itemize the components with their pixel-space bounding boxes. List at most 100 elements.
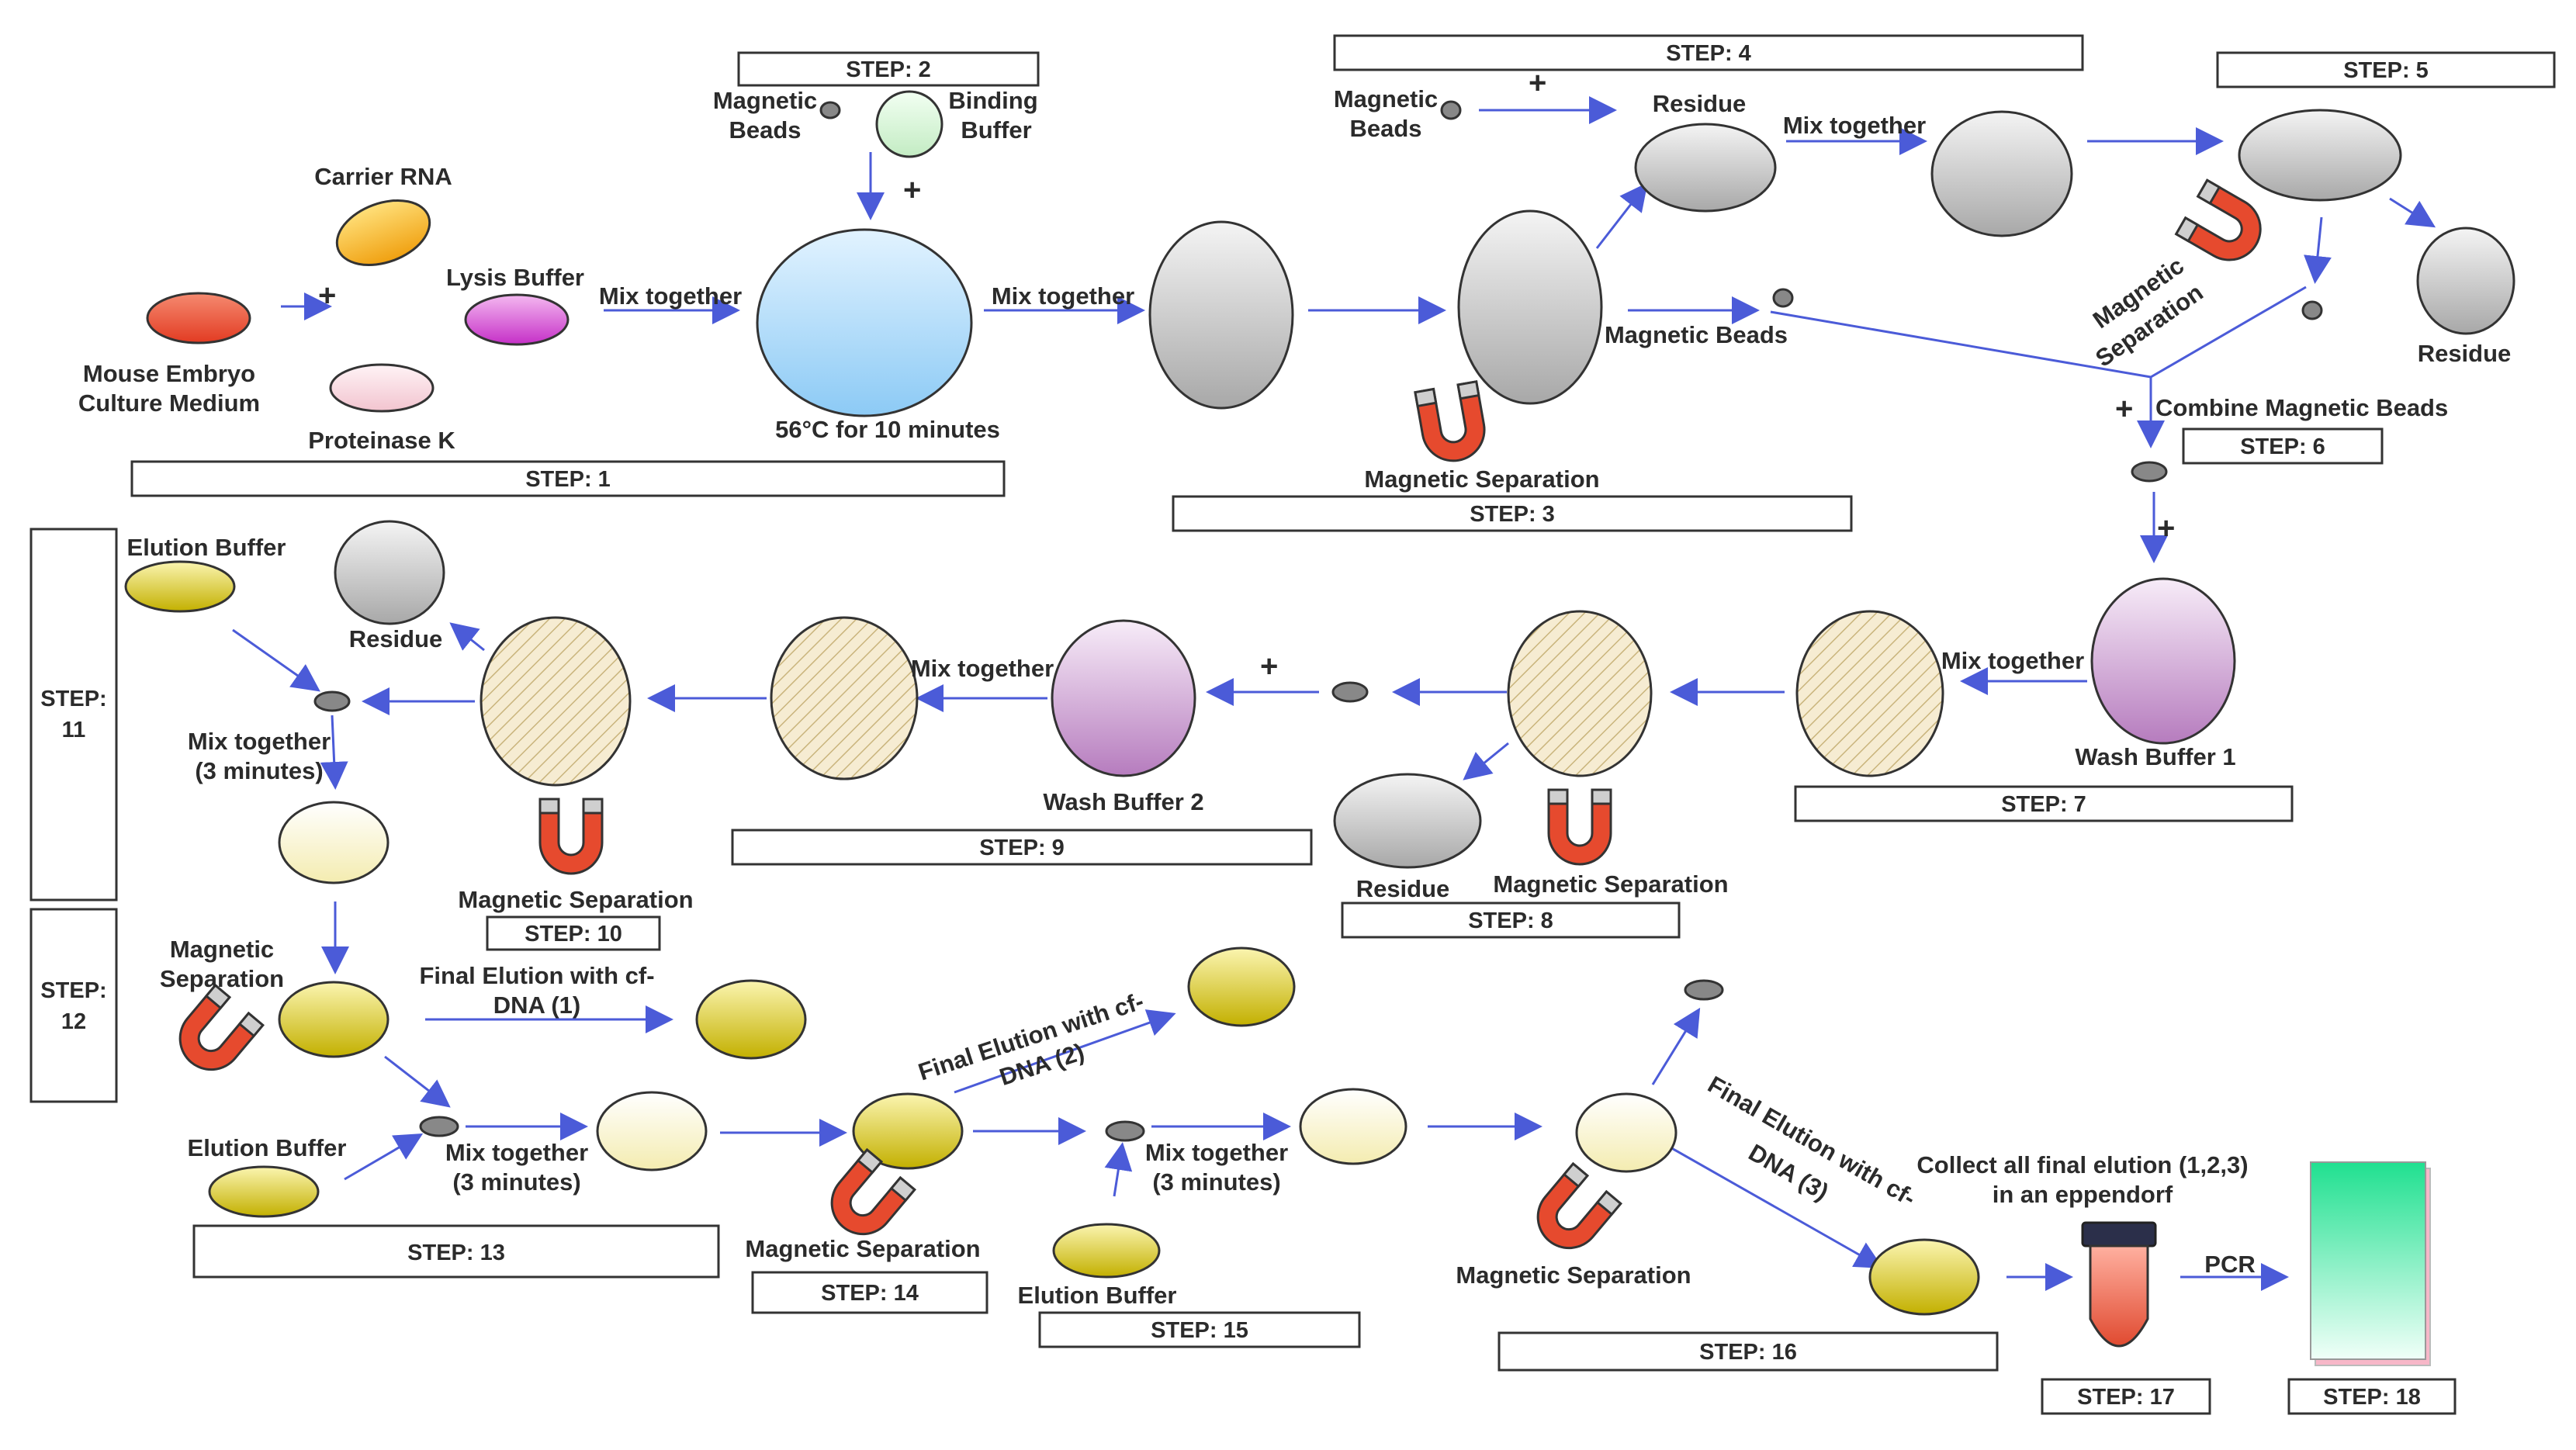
three-minutes-label-step15: (3 minutes) [1152,1168,1280,1196]
elution-buffer-step15 [1052,1223,1161,1279]
elution-buffer-label-step15: Elution Buffer [1018,1282,1177,1309]
step-15-label: STEP: 15 [1151,1318,1248,1343]
magnetic-separation-label-step14: Magnetic Separation [745,1235,980,1262]
pale-tube-step16 [1575,1092,1678,1173]
bead-blob-step15 [1105,1120,1145,1142]
step-18-label: STEP: 18 [2323,1385,2421,1410]
residue-label-step8: Residue [1356,875,1450,902]
elution-buffer-step11 [124,560,236,613]
separation-label-step12: Separation [160,965,284,992]
yellow-tube-step12 [278,981,390,1058]
proteinase-k-label: Proteinase K [308,427,455,454]
plus-sign-6: + [1260,649,1278,683]
step-3-label: STEP: 3 [1470,502,1555,527]
beads-label-step4: Beads [1349,115,1421,142]
hatched-tube-step7 [1795,610,1944,777]
magnetic-separation-label-step3: Magnetic Separation [1364,465,1599,493]
wash-buffer-2-label: Wash Buffer 2 [1043,788,1203,815]
proteinase-k-blob [329,363,435,413]
hatched-tube-step8 [1507,610,1653,777]
lysis-buffer-blob [464,293,570,346]
mix-label-step15: Mix together [1145,1139,1288,1166]
residue-step10 [334,520,445,625]
mix-label-step11: Mix together [188,728,331,755]
pale-tube-step11 [278,801,390,884]
hatched-tube-step10 [480,616,632,787]
three-minutes-label-step11: (3 minutes) [195,757,323,784]
three-minutes-label-step13: (3 minutes) [452,1168,580,1196]
residue-label-step4: Residue [1653,90,1747,117]
step-8-label: STEP: 8 [1468,908,1553,933]
step-11-label-a: STEP: [40,687,106,711]
magnetic-label-step4: Magnetic [1334,85,1438,112]
mix-label-step7: Mix together [1941,647,2084,674]
final-elution-1 [695,979,807,1060]
reagent-blobs [124,90,2515,1316]
gray-tube-step3a [1148,220,1294,410]
gray-tube-step3b [1457,209,1603,405]
mouse-embryo-label-2: Culture Medium [78,389,260,417]
buffer-label-step2: Buffer [961,116,1031,144]
mix-label-step2: Mix together [992,282,1134,310]
beads-label-step2: Beads [729,116,801,144]
collect-label-2: in an eppendorf [1993,1181,2173,1208]
step-10-label: STEP: 10 [525,922,622,946]
step-7-label: STEP: 7 [2001,792,2086,817]
pale-tube-step15 [1299,1088,1407,1165]
eppendorf-tube-icon [2081,1221,2157,1348]
magnetic-separation-label-step16: Magnetic Separation [1456,1261,1691,1289]
magnetic-label-step2: Magnetic [713,87,817,114]
magnet-icon-step12 [178,983,265,1071]
pcr-plate-icon [2310,1161,2431,1366]
step-9-label: STEP: 9 [979,836,1065,860]
magnetic-label-step12: Magnetic [170,936,274,963]
carrier-rna-label: Carrier RNA [314,163,452,190]
bead-blob-step3 [1772,288,1794,308]
wash-buffer-1-label: Wash Buffer 1 [2075,743,2235,770]
yellow-tube-step14 [852,1092,964,1170]
gray-tube-step5 [2238,109,2402,202]
final-elution-3 [1868,1238,1980,1316]
plus-sign-2: + [903,173,921,207]
carrier-rna-blob [335,199,431,267]
step-11-label-b: 11 [62,718,86,742]
step-17-label: STEP: 17 [2077,1385,2175,1410]
combine-beads-label: Combine Magnetic Beads [2155,394,2448,421]
magnet-icon-step5 [2174,178,2262,261]
bead-blob-step4 [1440,100,1462,120]
mouse-embryo-label-1: Mouse Embryo [83,360,255,387]
final-elution-1-label-b: DNA (1) [493,991,581,1019]
bead-blob-step16 [1684,979,1724,1001]
mix-label-step13: Mix together [445,1139,588,1166]
elution-buffer-step13 [208,1165,320,1218]
pale-tube-step13 [596,1091,708,1171]
residue-step4 [1634,123,1777,213]
lysis-buffer-label: Lysis Buffer [446,264,584,291]
final-elution-1-label-a: Final Elution with cf- [419,962,654,989]
step-12-label-b: 12 [61,1009,86,1034]
step-2-label: STEP: 2 [846,57,931,82]
step-14-label: STEP: 14 [821,1281,919,1306]
hatched-tube-step9 [770,616,919,780]
plus-sign-3: + [1529,66,1546,100]
bead-blob-step8 [1331,681,1369,703]
residue-label-step5: Residue [2418,340,2512,367]
elution-buffer-label-step13: Elution Buffer [188,1134,347,1161]
embryo-medium-blob [146,292,251,344]
final-elution-2 [1187,946,1296,1027]
mix-label-step1: Mix together [599,282,742,310]
magnet-icon-step16 [1536,1161,1622,1250]
mix-label-step4: Mix together [1783,112,1926,139]
incubation-label: 56°C for 10 minutes [775,416,1000,443]
lysate-blob [756,228,973,417]
flow-arrows [232,96,2436,1291]
wash-buffer-1-blob [2090,577,2236,745]
gray-tube-step4 [1930,110,2073,237]
elution-buffer-label-step11: Elution Buffer [127,534,286,561]
step-12-label-a: STEP: [40,978,106,1003]
step-13-label: STEP: 13 [407,1241,505,1265]
magnetic-beads-label: Magnetic Beads [1605,321,1788,348]
bead-blob-step11 [313,690,351,712]
